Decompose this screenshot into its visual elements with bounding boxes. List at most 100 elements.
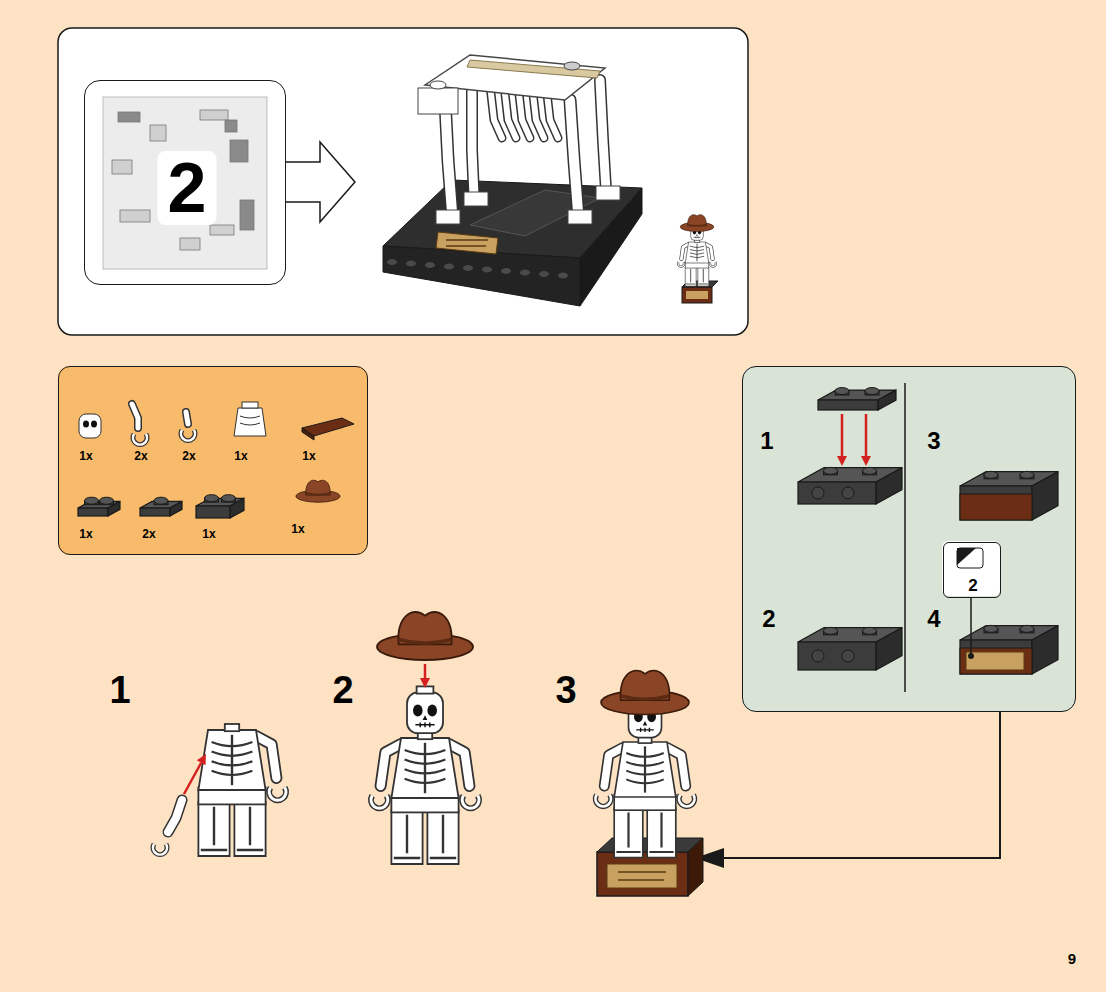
- sub-step-number: 1: [760, 429, 773, 453]
- sub-assembly-panel: [1032, 626, 1058, 674]
- part-quantity: 1x: [202, 528, 215, 540]
- skeleton-minifig: [201, 807, 263, 850]
- skeleton-minifig: [697, 244, 698, 262]
- parts-bag: [225, 120, 237, 132]
- fossil-model: [600, 80, 606, 190]
- fossil-model: [564, 62, 580, 70]
- sticker-number: 2: [968, 577, 977, 594]
- skeleton-minifig: [710, 262, 716, 266]
- parts-list-panel: [79, 414, 101, 438]
- overview-panel: [58, 28, 748, 335]
- step-number: 2: [332, 671, 353, 709]
- fossil-model: [501, 268, 511, 274]
- fossil-model: [446, 240, 488, 246]
- sub-step-number: 4: [927, 607, 940, 631]
- parts-bag: [180, 238, 200, 250]
- parts-bag: [230, 140, 248, 162]
- skeleton-minifig: [596, 671, 695, 858]
- skeleton-minifig: [415, 722, 434, 727]
- step-arrow: [286, 142, 355, 222]
- step-number: 3: [555, 671, 576, 709]
- fossil-model: [520, 270, 530, 276]
- skeleton-minifig: [269, 788, 286, 801]
- skeleton-minifig: [694, 237, 701, 239]
- loose-arm: [197, 754, 206, 765]
- parts-bag: [210, 225, 234, 235]
- sub-assembly-panel: [957, 548, 983, 568]
- sub-assembly-panel: [865, 414, 868, 456]
- loose-arm: [168, 800, 182, 832]
- sub-assembly-panel: [960, 494, 1032, 520]
- skeleton-minifig: [696, 234, 698, 236]
- hat-part: [377, 612, 473, 660]
- skeleton-minifig: [424, 743, 426, 793]
- skeleton-minifig: [413, 704, 423, 716]
- parts-list-panel: [91, 421, 97, 428]
- fossil-model: [436, 232, 498, 254]
- fossil-model: [467, 60, 600, 78]
- loose-arm: [153, 754, 206, 855]
- sub-assembly-panel: [798, 482, 876, 504]
- parts-bag: [103, 97, 267, 269]
- parts-list-panel: 1x2x2x1x1x1x2x1x1x: [58, 366, 368, 555]
- sub-assembly-panel: [835, 388, 849, 395]
- fossil-model: [425, 262, 435, 268]
- fossil-model: [558, 273, 568, 279]
- minifig-stand: [618, 872, 666, 880]
- minifig-stand: [688, 838, 703, 896]
- skeleton-minifig: [462, 796, 479, 809]
- minifig-stand: [597, 852, 688, 896]
- parts-list-panel: [78, 508, 108, 516]
- fossil-model: [406, 261, 416, 267]
- parts-bag: [120, 210, 150, 222]
- fossil-model: [387, 259, 397, 265]
- sub-assembly-panel: [861, 456, 871, 466]
- hat-part: [399, 640, 452, 644]
- skeleton-minifig: [371, 796, 388, 809]
- loose-arm: [168, 800, 182, 832]
- sub-assembly-panel: [841, 414, 844, 456]
- sub-assembly-panel: [812, 487, 824, 499]
- skeleton-minifig: [710, 262, 716, 266]
- assembly-arrow: [722, 712, 1000, 858]
- sub-assembly-panel: [1032, 472, 1058, 520]
- minifig-stand: [686, 291, 708, 299]
- sub-assembly-panel: [742, 366, 1076, 712]
- placement-arrow: [424, 664, 427, 678]
- fossil-model: [568, 210, 592, 224]
- loose-arm: [153, 844, 167, 855]
- sub-assembly-panel: [942, 541, 1000, 596]
- fossil-model: [539, 271, 549, 277]
- skeleton-minifig: [621, 696, 669, 699]
- fossil-model: [430, 81, 446, 89]
- part-quantity: 1x: [79, 528, 92, 540]
- fossil-model: [580, 188, 642, 306]
- sub-step-number: 2: [762, 607, 775, 631]
- skeleton-minifig: [688, 224, 706, 225]
- parts-list-panel: [196, 506, 230, 518]
- sub-assembly-panel: [984, 471, 998, 478]
- parts-list-panel: [306, 480, 330, 495]
- sub-assembly-panel: [863, 467, 877, 474]
- sub-assembly-panel: [842, 650, 854, 662]
- parts-list-panel: [58, 366, 368, 555]
- sub-assembly-panel: [878, 390, 896, 410]
- sub-assembly-panel: [957, 548, 976, 565]
- fossil-model: [570, 100, 578, 212]
- parts-list-panel: [58, 366, 368, 555]
- assembly-arrow: [695, 712, 1000, 868]
- skeleton-minifig: [371, 686, 479, 864]
- part-quantity: 2x: [134, 450, 147, 462]
- sub-assembly-panel: [812, 650, 824, 662]
- parts-list-panel: [132, 404, 138, 428]
- skeleton-minifig: [614, 742, 676, 797]
- fossil-model: [472, 85, 474, 196]
- parts-list-panel: [205, 495, 219, 502]
- parts-bag: [200, 110, 228, 120]
- skeleton-minifig: [596, 795, 611, 807]
- skeleton-minifig: [231, 735, 233, 785]
- skeleton-minifig: [371, 796, 388, 809]
- fossil-model: [472, 85, 474, 196]
